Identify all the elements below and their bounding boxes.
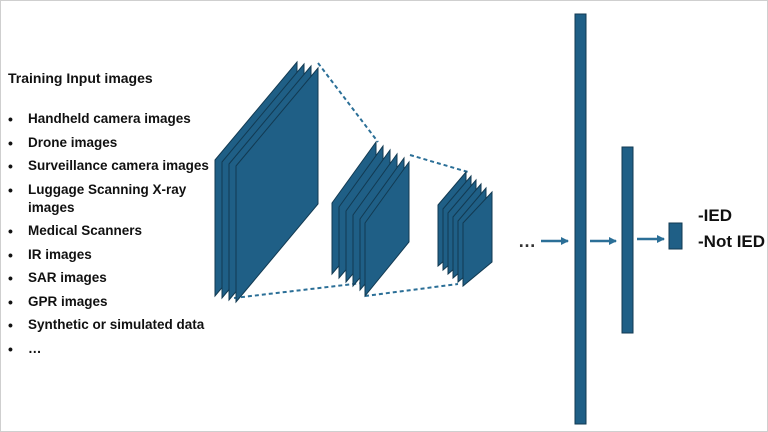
fully-connected-layer-1 [574,13,587,425]
list-item: Medical Scanners [8,222,218,240]
feature-map-stack-3 [437,170,493,288]
feature-map [364,160,410,298]
feature-map-stack-1 [214,60,319,304]
connector-top-1 [317,62,379,143]
network-ellipsis: … [518,231,536,251]
feature-map [235,66,319,304]
connector-bottom-2 [364,283,459,297]
output-label-ied: -IED [698,206,732,225]
list-item: Handheld camera images [8,110,218,128]
panel-title: Training Input images [8,70,153,86]
output-labels: -IED -Not IED [698,203,765,255]
connector-bottom-1 [233,282,363,299]
list-item: GPR images [8,293,218,311]
output-label-not-ied: -Not IED [698,232,766,251]
feature-map-stack-2 [331,140,410,298]
training-input-panel: Training Input images Handheld camera im… [8,70,218,363]
connector-top-2 [409,154,469,173]
flow-arrows [541,235,665,245]
dashed-connectors [233,62,469,299]
output-node [668,222,683,250]
list-item: IR images [8,246,218,264]
fully-connected-layer-2 [621,146,634,334]
list-item: Synthetic or simulated data [8,316,218,334]
list-item: SAR images [8,269,218,287]
list-item: Luggage Scanning X-ray images [8,181,218,217]
list-item: … [8,340,218,358]
feature-map [462,190,493,288]
list-item: Drone images [8,134,218,152]
input-list: Handheld camera images Drone images Surv… [8,110,218,358]
list-item: Surveillance camera images [8,157,218,175]
